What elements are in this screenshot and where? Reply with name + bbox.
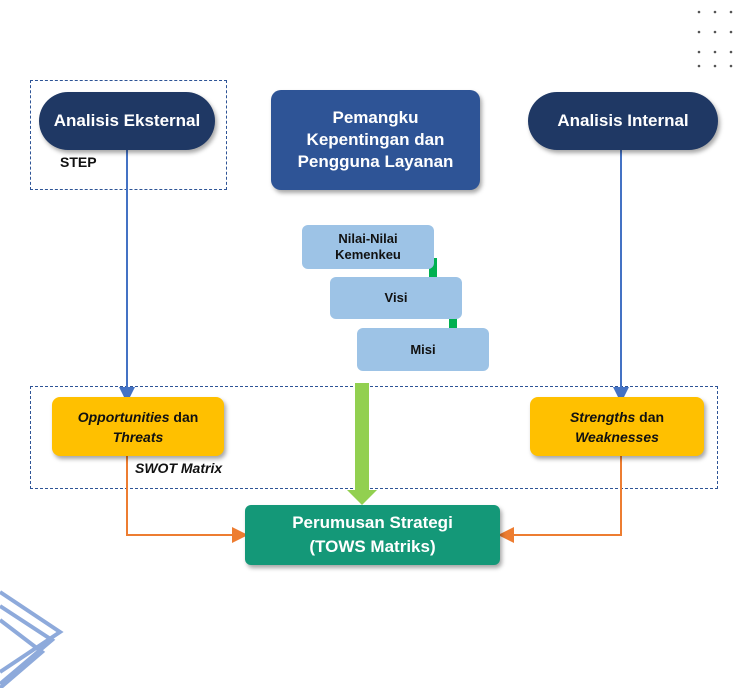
step-label: STEP (60, 154, 97, 170)
nilai-nilai-node: Nilai-Nilai Kemenkeu (302, 225, 434, 269)
pemangku-line3: Pengguna Layanan (297, 152, 454, 171)
nilai-line2: Kemenkeu (335, 247, 401, 262)
opportunities-threats-node: Opportunities dan Threats (52, 397, 224, 456)
pemangku-line2: Kepentingan dan (306, 130, 445, 149)
weaknesses-label: Weaknesses (575, 428, 659, 445)
pemangku-line1: Pemangku (332, 108, 419, 127)
swot-matrix-label: SWOT Matrix (135, 460, 223, 476)
visi-node: Visi (330, 277, 462, 319)
swot-dashed-box (30, 386, 718, 489)
analisis-eksternal-node: Analisis Eksternal (39, 92, 215, 150)
perumusan-strategi-node: Perumusan Strategi (TOWS Matriks) (245, 505, 500, 565)
nilai-line1: Nilai-Nilai (338, 231, 398, 246)
connector-opportunities-to-perumusan (126, 456, 248, 543)
strengths-italic: Strengths (569, 408, 636, 425)
decorative-dot-grid (695, 6, 745, 68)
analisis-eksternal-label: Analisis Eksternal (53, 111, 201, 130)
connector-strengths-to-perumusan (498, 456, 622, 543)
opportunities-line: Opportunities dan (78, 407, 199, 427)
visi-label: Visi (384, 290, 408, 305)
decorative-chevrons (0, 590, 64, 688)
misi-label: Misi (410, 341, 436, 357)
dot-grid-graphic (697, 10, 733, 68)
perumusan-line2: (TOWS Matriks) (309, 537, 436, 556)
strengths-weaknesses-node: Strengths dan Weaknesses (530, 397, 704, 456)
big-green-arrow (347, 383, 377, 505)
misi-node: Misi (357, 328, 489, 371)
strengths-line: Strengths dan (570, 407, 664, 427)
strengths-dan: dan (635, 408, 665, 425)
perumusan-line1: Perumusan Strategi (292, 513, 453, 532)
opportunities-italic: Opportunities (77, 408, 170, 425)
threats-label: Threats (112, 428, 164, 445)
step-dashed-box (30, 80, 227, 190)
pemangku-node: Pemangku Kepentingan dan Pengguna Layana… (271, 90, 480, 190)
analisis-internal-label: Analisis Internal (557, 111, 689, 130)
opportunities-dan: dan (169, 408, 199, 425)
analisis-internal-node: Analisis Internal (528, 92, 718, 150)
